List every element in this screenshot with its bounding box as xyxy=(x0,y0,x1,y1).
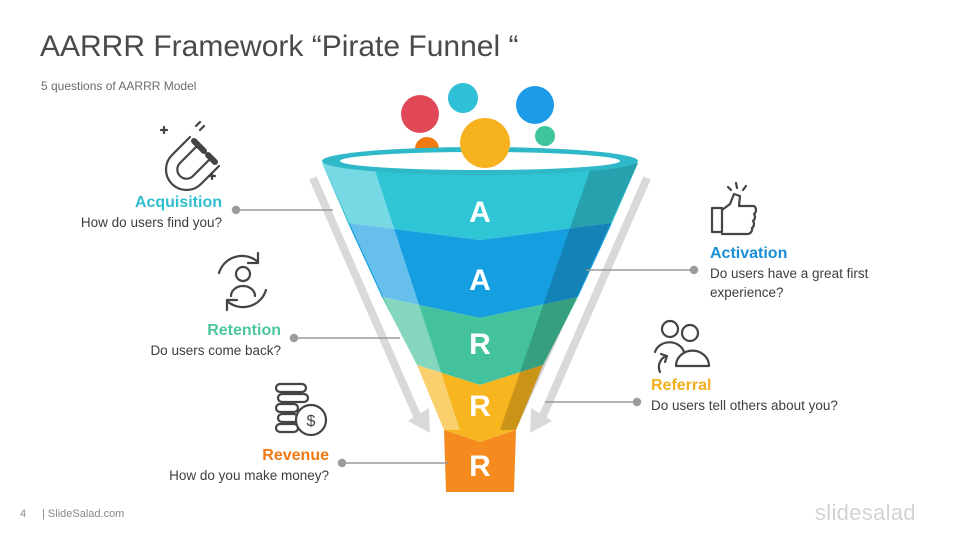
retention-block: Retention Do users come back? xyxy=(150,321,281,360)
referral-question: Do users tell others about you? xyxy=(651,398,838,413)
footer-source: | SlideSalad.com xyxy=(42,508,125,520)
revenue-question: How do you make money? xyxy=(169,468,329,483)
funnel-bands xyxy=(322,163,638,492)
right-arrow xyxy=(530,176,651,433)
activation-question: Do users have a great first experience? xyxy=(710,266,869,300)
left-arrow xyxy=(309,176,430,433)
users-share-icon xyxy=(653,319,711,374)
acquisition-heading: Acquisition xyxy=(134,194,222,211)
funnel-letter-acquisition: A xyxy=(469,196,491,229)
revenue-heading: Revenue xyxy=(262,447,329,464)
acquisition-question: How do users find you? xyxy=(80,215,222,230)
referral-block: Referral Do users tell others about you? xyxy=(651,376,851,415)
user-refresh-icon xyxy=(217,251,268,312)
activation-heading: Activation xyxy=(710,245,788,262)
bubble-main xyxy=(460,118,510,168)
funnel-letter-revenue: R xyxy=(469,450,491,483)
page-number: 4 xyxy=(20,508,27,520)
connector-dot-retention xyxy=(289,333,299,343)
thumbs-up-icon xyxy=(710,181,758,236)
funnel-letter-retention: R xyxy=(469,328,491,361)
connector-dot-acquisition xyxy=(231,205,241,215)
revenue-block: Revenue How do you make money? xyxy=(169,446,329,485)
funnel-letter-referral: R xyxy=(469,390,491,423)
connector-dot-revenue xyxy=(337,458,347,468)
retention-question: Do users come back? xyxy=(150,343,281,358)
svg-text:$: $ xyxy=(307,413,316,430)
funnel-letter-activation: A xyxy=(469,264,491,297)
magnet-icon xyxy=(159,120,221,192)
connector-dot-activation xyxy=(689,265,699,275)
acquisition-block: Acquisition How do users find you? xyxy=(81,193,222,232)
retention-heading: Retention xyxy=(207,322,281,339)
slide-title: AARRR Framework “Pirate Funnel “ xyxy=(40,30,519,63)
brand-logo: slidesalad xyxy=(815,500,916,525)
connector-dot-referral xyxy=(632,397,642,407)
slide-subtitle: 5 questions of AARRR Model xyxy=(41,79,197,93)
activation-block: Activation Do users have a great first e… xyxy=(710,244,930,302)
referral-heading: Referral xyxy=(651,377,712,394)
coins-dollar-icon: $ xyxy=(274,382,328,437)
